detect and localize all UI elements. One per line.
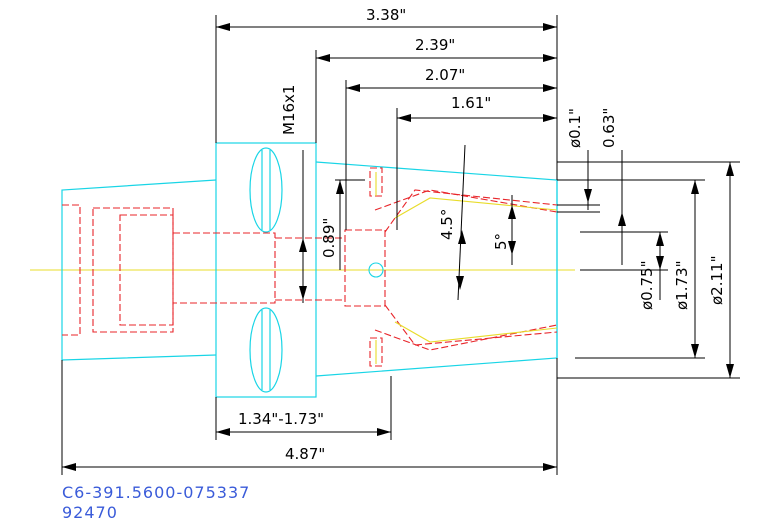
internal-bore-hidden-lines bbox=[62, 167, 558, 367]
dim-angle-b: 5° bbox=[492, 233, 510, 250]
dim-second: 2.39" bbox=[415, 36, 455, 54]
dim-dia-211: ø2.11" bbox=[708, 256, 726, 305]
collet-yellow-lines bbox=[375, 172, 558, 364]
dim-top-overall: 3.38" bbox=[366, 6, 406, 24]
dim-bore: 0.89" bbox=[320, 218, 338, 258]
dim-thread: M16x1 bbox=[280, 85, 298, 135]
right-dimensions bbox=[557, 150, 740, 379]
dim-dia-173: ø1.73" bbox=[673, 261, 691, 310]
dim-bottom-overall: 4.87" bbox=[285, 445, 325, 463]
coolant-port-icon bbox=[368, 262, 384, 278]
bottom-dimensions bbox=[61, 358, 558, 475]
part-code: 92470 bbox=[62, 503, 118, 522]
dim-bottom-range: 1.34"-1.73" bbox=[238, 410, 324, 428]
dim-fourth: 1.61" bbox=[451, 94, 491, 112]
inner-callouts bbox=[299, 144, 516, 303]
dim-third: 2.07" bbox=[425, 66, 465, 84]
dim-right-063: 0.63" bbox=[600, 108, 618, 148]
dim-dia-075: ø0.75" bbox=[638, 261, 656, 310]
part-number: C6-391.5600-075337 bbox=[62, 483, 250, 502]
dim-angle-a: 4.5° bbox=[438, 209, 456, 240]
dim-dia-small: ø0.1" bbox=[566, 108, 584, 148]
top-dimensions bbox=[215, 15, 558, 230]
